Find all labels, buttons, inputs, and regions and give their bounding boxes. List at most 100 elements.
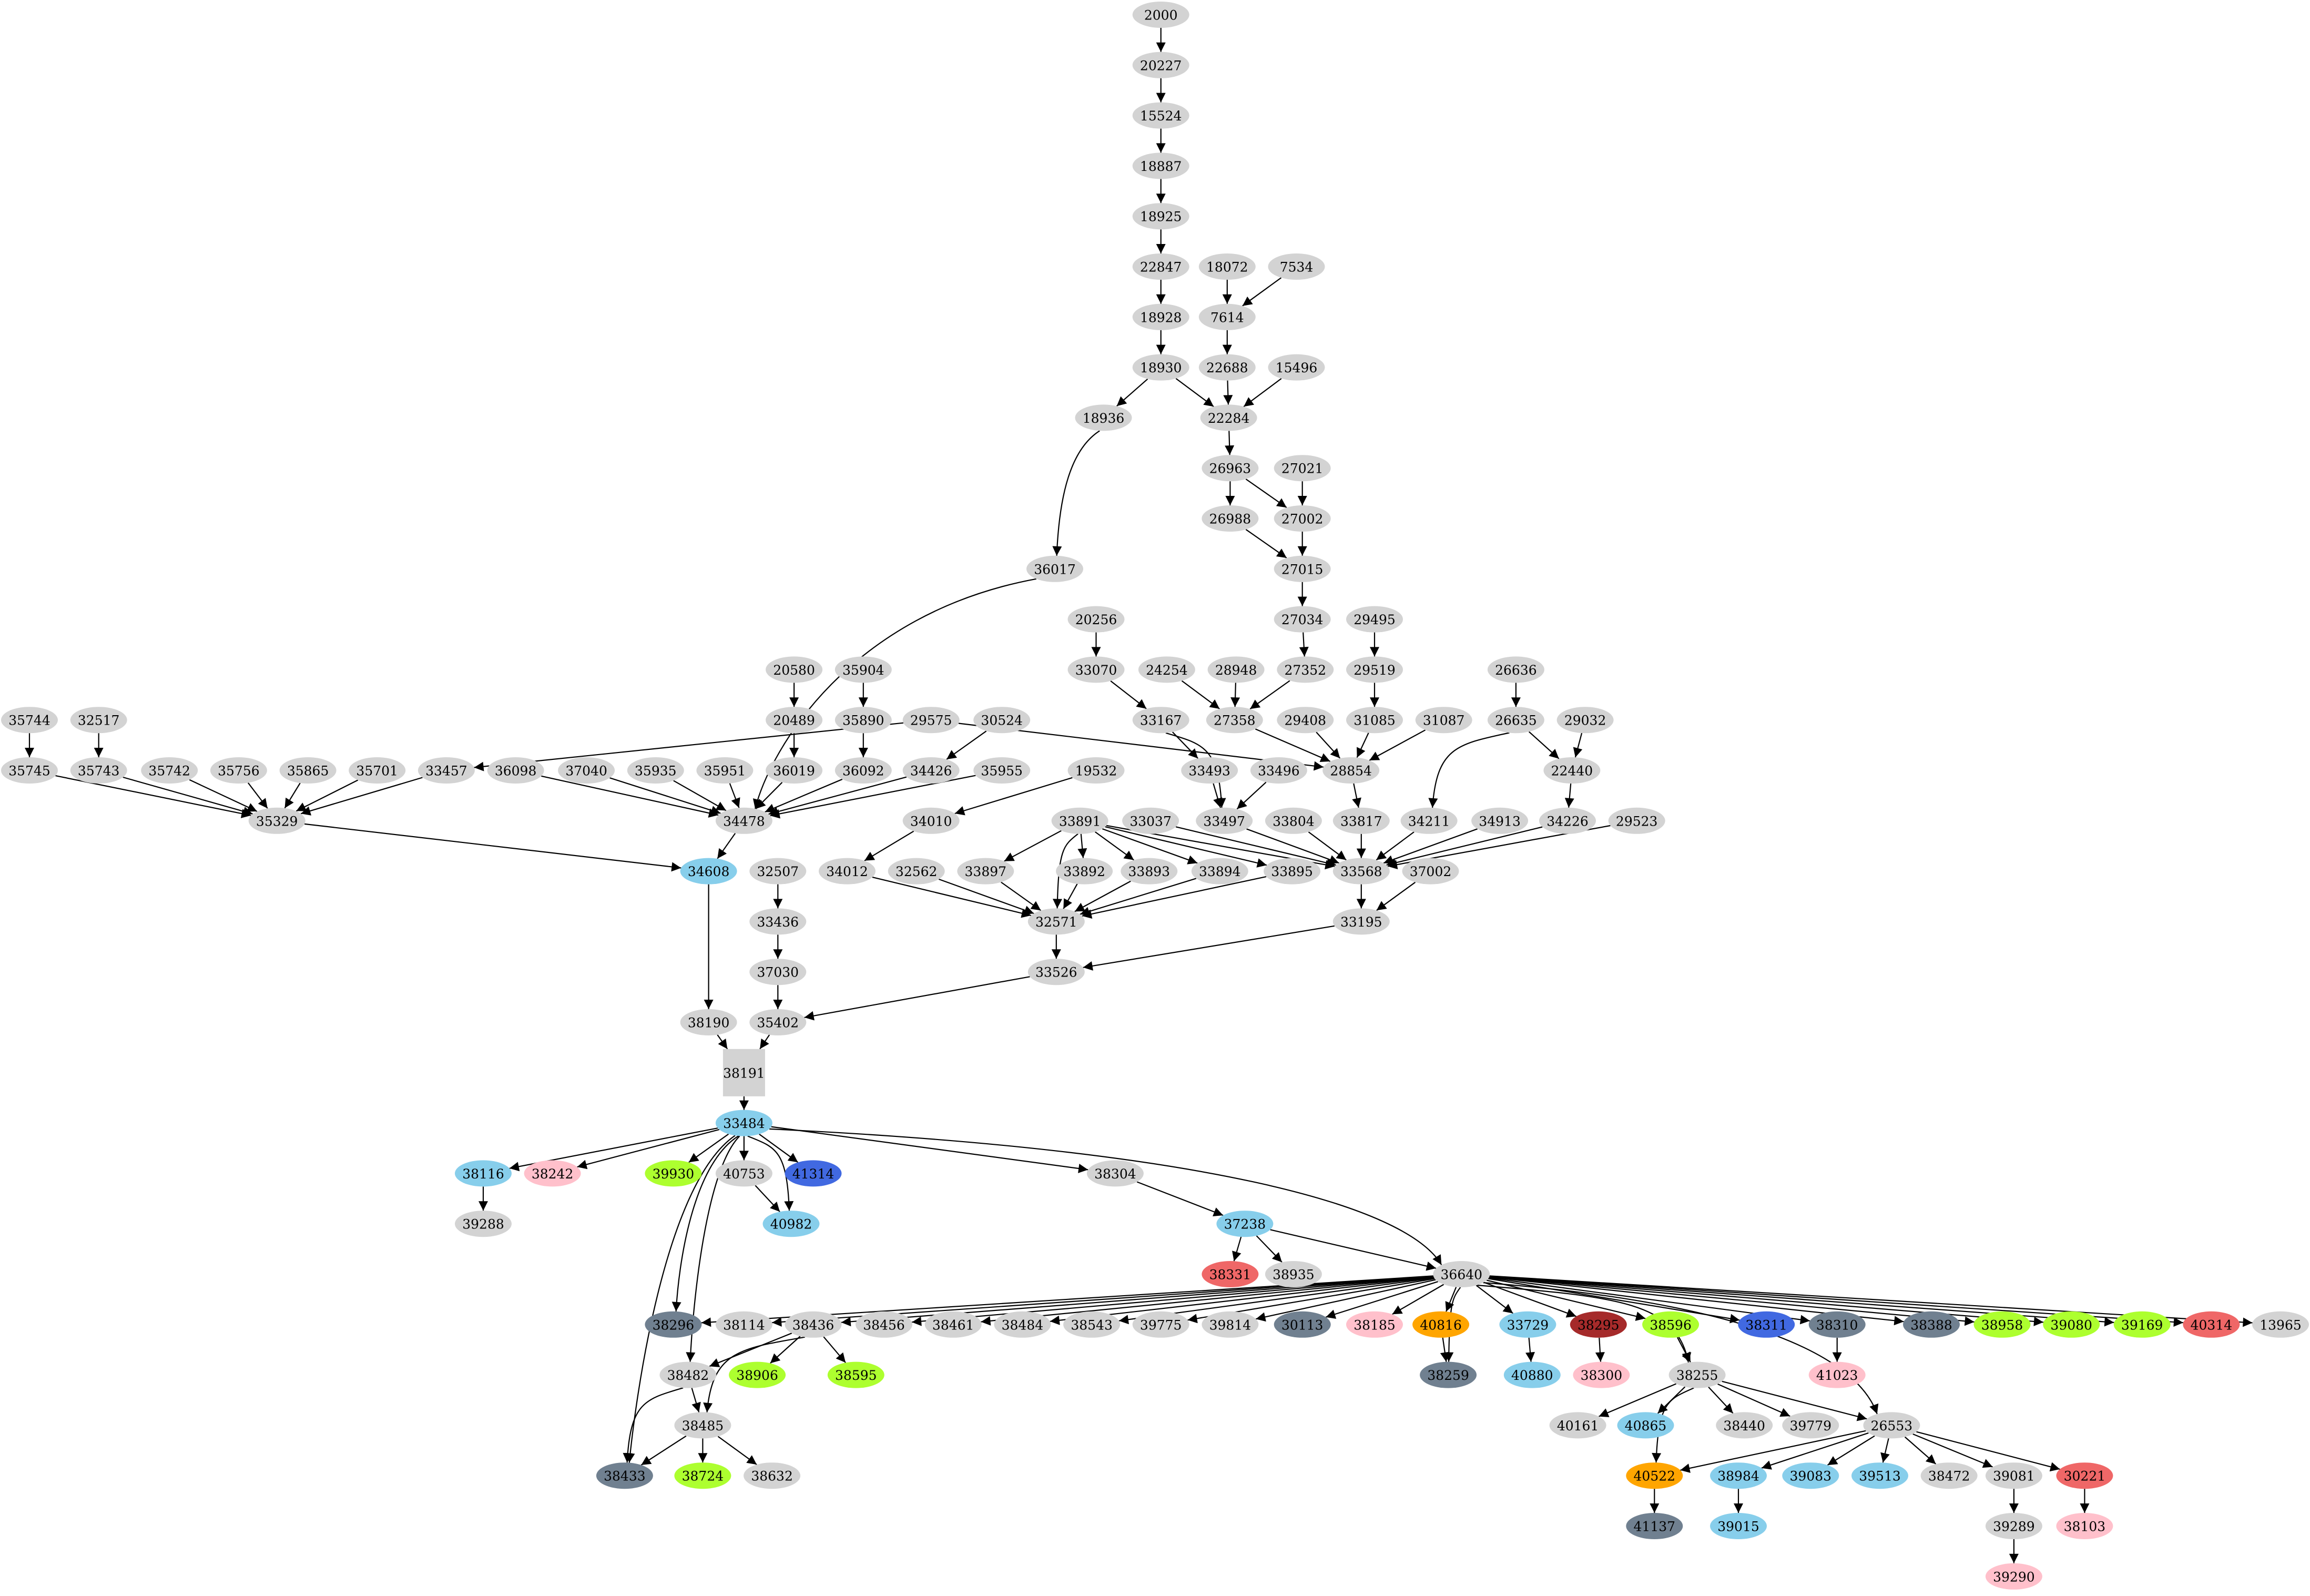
graph-node-39930[interactable]: 39930 <box>645 1160 702 1187</box>
graph-node-37002[interactable]: 37002 <box>1402 858 1459 885</box>
graph-node-31085[interactable]: 31085 <box>1346 707 1403 734</box>
graph-node-33817[interactable]: 33817 <box>1332 807 1390 834</box>
graph-node-26635[interactable]: 26635 <box>1487 707 1544 734</box>
graph-node-38190[interactable]: 38190 <box>680 1009 737 1035</box>
graph-node-38906[interactable]: 38906 <box>729 1361 786 1388</box>
graph-node-15496[interactable]: 15496 <box>1268 354 1325 381</box>
graph-node-35744[interactable]: 35744 <box>1 707 58 734</box>
graph-node-7534[interactable]: 7534 <box>1268 253 1325 280</box>
graph-node-18887[interactable]: 18887 <box>1132 153 1189 179</box>
graph-node-39775[interactable]: 39775 <box>1132 1311 1189 1338</box>
graph-node-40880[interactable]: 40880 <box>1503 1361 1561 1388</box>
graph-node-38436[interactable]: 38436 <box>785 1311 842 1338</box>
graph-node-32571[interactable]: 32571 <box>1027 908 1085 935</box>
graph-node-34211[interactable]: 34211 <box>1400 807 1458 834</box>
graph-node-38259[interactable]: 38259 <box>1420 1361 1477 1388</box>
graph-node-33070[interactable]: 33070 <box>1067 656 1125 683</box>
graph-node-33729[interactable]: 33729 <box>1499 1311 1556 1338</box>
graph-node-38242[interactable]: 38242 <box>524 1160 581 1187</box>
graph-node-40816[interactable]: 40816 <box>1412 1311 1470 1338</box>
graph-node-33897[interactable]: 33897 <box>957 858 1014 885</box>
graph-node-29408[interactable]: 29408 <box>1277 707 1334 734</box>
graph-node-37238[interactable]: 37238 <box>1216 1211 1274 1237</box>
graph-node-38304[interactable]: 38304 <box>1086 1160 1144 1187</box>
graph-node-18928[interactable]: 18928 <box>1132 303 1189 330</box>
graph-node-38310[interactable]: 38310 <box>1808 1311 1866 1338</box>
graph-node-35904[interactable]: 35904 <box>835 656 892 683</box>
graph-node-36092[interactable]: 36092 <box>835 757 892 784</box>
graph-node-33526[interactable]: 33526 <box>1027 959 1085 985</box>
graph-node-32507[interactable]: 32507 <box>749 858 807 885</box>
graph-node-7614[interactable]: 7614 <box>1198 303 1256 330</box>
graph-node-18925[interactable]: 18925 <box>1132 203 1189 230</box>
graph-node-2000[interactable]: 2000 <box>1132 2 1189 28</box>
graph-node-38116[interactable]: 38116 <box>455 1160 512 1187</box>
graph-node-34010[interactable]: 34010 <box>902 807 960 834</box>
graph-node-33895[interactable]: 33895 <box>1264 858 1321 885</box>
graph-node-41023[interactable]: 41023 <box>1808 1361 1866 1388</box>
graph-node-39169[interactable]: 39169 <box>2113 1311 2171 1338</box>
graph-node-27021[interactable]: 27021 <box>1274 455 1331 482</box>
graph-node-39814[interactable]: 39814 <box>1202 1311 1259 1338</box>
graph-node-15524[interactable]: 15524 <box>1132 102 1189 129</box>
graph-node-27352[interactable]: 27352 <box>1277 656 1334 683</box>
graph-node-38595[interactable]: 38595 <box>827 1361 884 1388</box>
graph-node-39083[interactable]: 39083 <box>1782 1462 1839 1489</box>
graph-node-35935[interactable]: 35935 <box>627 757 684 784</box>
graph-node-33894[interactable]: 33894 <box>1191 858 1248 885</box>
graph-node-28948[interactable]: 28948 <box>1207 656 1265 683</box>
graph-node-13965[interactable]: 13965 <box>2252 1311 2309 1338</box>
graph-node-35402[interactable]: 35402 <box>749 1009 807 1035</box>
graph-node-31087[interactable]: 31087 <box>1415 707 1472 734</box>
graph-node-33167[interactable]: 33167 <box>1132 707 1189 734</box>
graph-node-20227[interactable]: 20227 <box>1132 52 1189 78</box>
graph-node-39779[interactable]: 39779 <box>1782 1412 1839 1439</box>
graph-node-38543[interactable]: 38543 <box>1063 1311 1121 1338</box>
graph-node-35890[interactable]: 35890 <box>835 707 892 734</box>
graph-node-37040[interactable]: 37040 <box>558 757 615 784</box>
graph-node-35701[interactable]: 35701 <box>349 757 406 784</box>
graph-node-19532[interactable]: 19532 <box>1067 757 1125 784</box>
graph-node-34012[interactable]: 34012 <box>819 858 876 885</box>
graph-node-18936[interactable]: 18936 <box>1075 404 1132 431</box>
graph-node-27015[interactable]: 27015 <box>1274 555 1331 582</box>
graph-node-38632[interactable]: 38632 <box>744 1462 801 1489</box>
graph-node-26988[interactable]: 26988 <box>1202 505 1259 532</box>
graph-node-34608[interactable]: 34608 <box>680 858 737 885</box>
graph-node-36098[interactable]: 36098 <box>487 757 544 784</box>
graph-node-27002[interactable]: 27002 <box>1274 505 1331 532</box>
graph-node-27358[interactable]: 27358 <box>1206 707 1263 734</box>
graph-node-40161[interactable]: 40161 <box>1549 1412 1606 1439</box>
graph-node-36640[interactable]: 36640 <box>1433 1261 1490 1287</box>
graph-node-38295[interactable]: 38295 <box>1570 1311 1627 1338</box>
graph-node-35951[interactable]: 35951 <box>696 757 754 784</box>
graph-node-29032[interactable]: 29032 <box>1556 707 1614 734</box>
graph-node-33484[interactable]: 33484 <box>715 1110 772 1136</box>
graph-node-38255[interactable]: 38255 <box>1668 1361 1726 1388</box>
graph-node-40522[interactable]: 40522 <box>1626 1462 1683 1489</box>
graph-node-33436[interactable]: 33436 <box>749 908 807 935</box>
graph-node-38191[interactable]: 38191 <box>722 1049 765 1096</box>
graph-node-35955[interactable]: 35955 <box>973 757 1031 784</box>
graph-node-30221[interactable]: 30221 <box>2056 1462 2113 1489</box>
graph-node-39290[interactable]: 39290 <box>1985 1563 2042 1590</box>
graph-node-38300[interactable]: 38300 <box>1573 1361 1630 1388</box>
graph-node-38331[interactable]: 38331 <box>1202 1261 1259 1287</box>
graph-node-38388[interactable]: 38388 <box>1903 1311 1960 1338</box>
graph-node-33804[interactable]: 33804 <box>1265 807 1322 834</box>
graph-node-20256[interactable]: 20256 <box>1067 606 1125 633</box>
graph-node-38461[interactable]: 38461 <box>924 1311 982 1338</box>
graph-node-20489[interactable]: 20489 <box>766 707 823 734</box>
graph-node-35742[interactable]: 35742 <box>141 757 198 784</box>
graph-node-37030[interactable]: 37030 <box>749 959 807 985</box>
graph-node-34913[interactable]: 34913 <box>1471 807 1529 834</box>
graph-node-28854[interactable]: 28854 <box>1322 757 1380 784</box>
graph-node-39015[interactable]: 39015 <box>1710 1513 1767 1539</box>
graph-node-38482[interactable]: 38482 <box>659 1361 717 1388</box>
graph-node-35756[interactable]: 35756 <box>210 757 267 784</box>
graph-node-32517[interactable]: 32517 <box>70 707 127 734</box>
graph-node-24254[interactable]: 24254 <box>1138 656 1195 683</box>
graph-node-39081[interactable]: 39081 <box>1985 1462 2042 1489</box>
graph-node-29575[interactable]: 29575 <box>902 707 960 734</box>
graph-node-41314[interactable]: 41314 <box>785 1160 842 1187</box>
